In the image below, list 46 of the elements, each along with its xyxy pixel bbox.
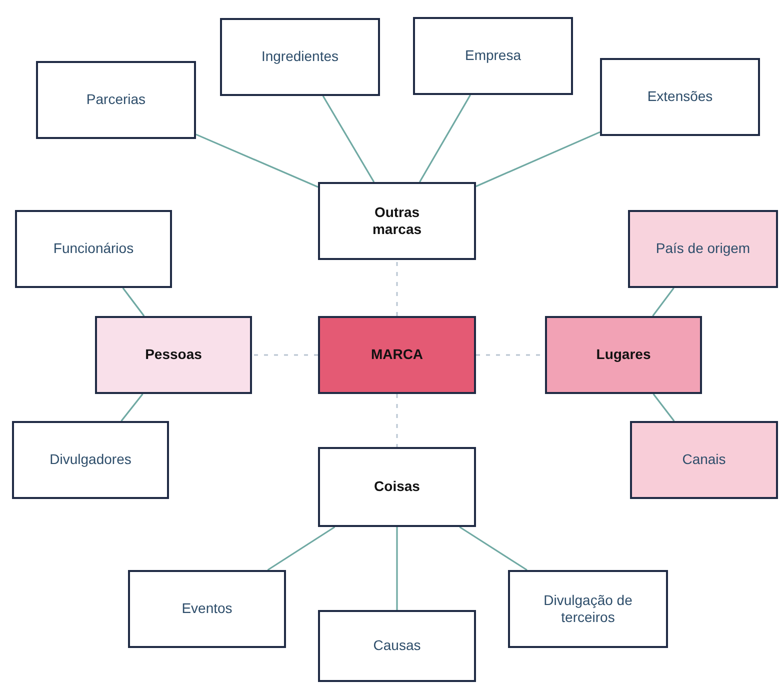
attribute-box (628, 210, 778, 288)
node-label: Funcionários (52, 240, 135, 258)
dashed-connector (252, 354, 318, 356)
category-box (318, 316, 476, 394)
node-label: Lugares (595, 346, 652, 364)
connector-line (322, 96, 375, 182)
attribute-box (15, 210, 172, 288)
node-label: Pessoas (144, 346, 203, 364)
node-label: Canais (681, 451, 727, 469)
node-label: Extensões (646, 88, 714, 106)
attribute-box (220, 18, 380, 96)
connector-line (419, 94, 471, 182)
connector-line (396, 527, 398, 610)
node-label: Divulgadores (48, 451, 132, 469)
connector-line (122, 288, 145, 316)
node-label: Ingredientes (260, 48, 340, 66)
category-box (318, 447, 476, 527)
node-label: Empresa (464, 47, 522, 65)
attribute-box (630, 421, 778, 499)
dashed-connector (396, 260, 398, 316)
node-label: Eventos (180, 600, 234, 618)
attribute-box (318, 610, 476, 682)
dashed-connector (396, 394, 398, 447)
node-label: Parcerias (85, 91, 147, 109)
connector-line (652, 288, 674, 316)
connector-line (267, 526, 336, 571)
node-label: Coisas (373, 478, 421, 496)
node-label: País de origem (654, 240, 752, 258)
attribute-box (36, 61, 196, 139)
category-box (318, 182, 476, 260)
attribute-box (508, 570, 668, 648)
connector-line (196, 134, 318, 188)
connector-line (120, 394, 144, 422)
node-label: Outras marcas (371, 204, 423, 238)
connector-line (652, 394, 675, 422)
connector-line (476, 131, 600, 188)
attribute-box (128, 570, 286, 648)
category-box (545, 316, 702, 394)
node-label: Divulgação de terceiros (542, 592, 634, 626)
connector-line (459, 526, 528, 571)
attribute-box (413, 17, 573, 95)
attribute-box (12, 421, 169, 499)
node-label: Causas (372, 637, 422, 655)
node-label: MARCA (370, 346, 424, 364)
category-box (95, 316, 252, 394)
attribute-box (600, 58, 760, 136)
